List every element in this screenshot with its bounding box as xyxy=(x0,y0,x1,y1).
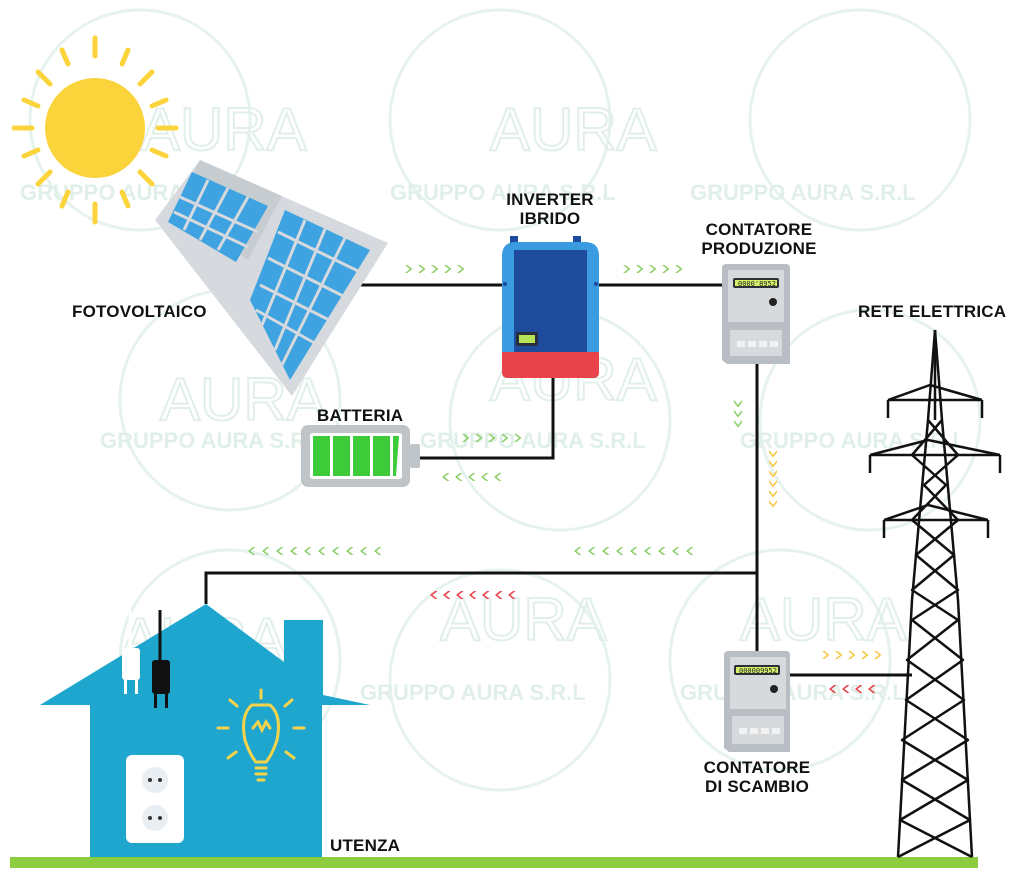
sun-icon xyxy=(11,35,179,225)
label-inverter-line2: IBRIDO xyxy=(519,209,581,228)
svg-text:0000'8952: 0000'8952 xyxy=(738,280,776,288)
power-pylon-icon xyxy=(868,329,1002,859)
label-fotovoltaico: FOTOVOLTAICO xyxy=(72,302,207,321)
energy-meter-icon: 0000'8952 xyxy=(722,264,790,364)
label-utenza: UTENZA xyxy=(330,836,401,855)
svg-text:000009952: 000009952 xyxy=(739,667,777,675)
label-exchange-meter-line1: CONTATORE xyxy=(703,758,811,777)
socket-icon xyxy=(126,755,184,843)
watermark xyxy=(28,8,982,792)
label-production-meter-line1: CONTATORE xyxy=(705,220,813,239)
ground-line xyxy=(10,857,978,868)
wires xyxy=(204,283,912,677)
house-icon xyxy=(40,604,370,857)
svg-text:GRUPPO AURA S.R.L: GRUPPO AURA S.R.L xyxy=(100,428,326,453)
label-rete-elettrica: RETE ELETTRICA xyxy=(858,302,1007,321)
plug-icon xyxy=(122,610,170,708)
label-contatore-produzione: CONTATORE PRODUZIONE xyxy=(698,220,820,258)
label-inverter-ibrido: INVERTER IBRIDO xyxy=(504,190,596,228)
label-batteria: BATTERIA xyxy=(317,406,404,425)
label-production-meter-line2: PRODUZIONE xyxy=(701,239,817,258)
svg-text:GRUPPO AURA S.R.L: GRUPPO AURA S.R.L xyxy=(690,180,916,205)
watermark-text: GRUPPO AURA S.R.L GRUPPO AURA S.R.L GRUP… xyxy=(20,180,966,705)
solar-panel-icon xyxy=(155,160,388,396)
battery-icon xyxy=(301,425,420,487)
svg-text:GRUPPO AURA S.R.L: GRUPPO AURA S.R.L xyxy=(420,428,646,453)
svg-text:AURA: AURA xyxy=(740,586,907,653)
svg-text:GRUPPO AURA S.R.L: GRUPPO AURA S.R.L xyxy=(390,180,616,205)
label-exchange-meter-line2: DI SCAMBIO xyxy=(705,777,809,796)
label-inverter-line1: INVERTER xyxy=(506,190,594,209)
svg-text:GRUPPO AURA S.R.L: GRUPPO AURA S.R.L xyxy=(680,680,906,705)
label-contatore-scambio: CONTATORE DI SCAMBIO xyxy=(696,758,818,796)
inverter-icon xyxy=(502,236,599,378)
light-bulb-icon xyxy=(216,688,306,782)
svg-text:AURA: AURA xyxy=(490,96,657,163)
svg-text:GRUPPO AURA S.R.L: GRUPPO AURA S.R.L xyxy=(360,680,586,705)
svg-text:AURA: AURA xyxy=(440,586,607,653)
energy-meter-icon: 000009952 xyxy=(724,651,790,752)
